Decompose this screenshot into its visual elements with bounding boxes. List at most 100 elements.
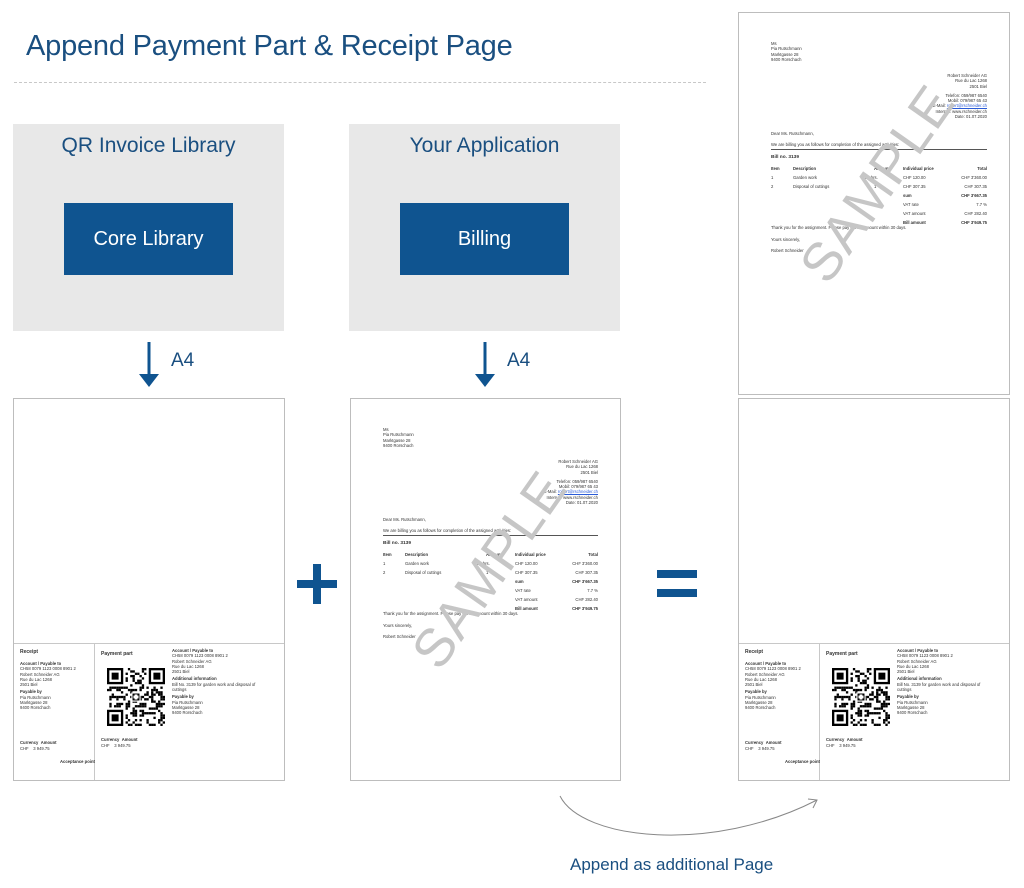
contact-line: Mobil: 079/987 65 43: [947, 98, 987, 104]
table-row: 1 Garden work 28 hrs. CHF 120.00 CHF 3'3…: [383, 561, 598, 566]
summary-row: Bill amount CHF 3'949.75: [903, 220, 987, 225]
receipt-payable-by-label: Payable by: [20, 689, 42, 695]
sender-line: Rue du Lac 1268: [955, 78, 987, 84]
payment-amount: 3 949.75: [114, 743, 131, 748]
table-header: Total: [977, 166, 987, 171]
summary-row: VAT amount CHF 282.40: [515, 597, 598, 602]
receipt-title: Receipt: [20, 649, 39, 655]
payment-payable-by-line: 9400 Rorschach: [172, 710, 203, 716]
sender-line: 2501 Biel: [580, 469, 598, 475]
payment-info-label: Additional information: [172, 676, 217, 682]
payment-payable-by-label: Payable by: [172, 694, 194, 700]
sender-line: Robert Schneider AG: [558, 459, 598, 464]
receipt-account-line: Robert Schneider AG: [745, 671, 785, 677]
curved-arrow-icon: [559, 795, 818, 836]
summary-row: sum CHF 3'667.35: [515, 579, 598, 584]
contact-line: Mobil: 079/987 65 43: [558, 484, 598, 490]
page-title: Append Payment Part & Receipt Page: [26, 30, 513, 62]
qr-invoice-library-label: QR Invoice Library: [61, 134, 236, 157]
payment-info-label: Additional information: [897, 676, 942, 682]
table-row: 2 Disposal of cuttings 1 CHF 307.35 CHF …: [383, 570, 598, 575]
recipient-line: 9400 Rorschach: [383, 442, 414, 448]
receipt-currency: CHF: [20, 746, 29, 751]
receipt-amount: 3 949.75: [758, 746, 775, 751]
payment-account-line: Rue du Lac 1268: [897, 663, 929, 669]
email-link[interactable]: robert@rschneider.ch: [557, 489, 598, 495]
salutation: Dear Ms. Rutschmann,: [383, 517, 426, 522]
closing-text: Yours sincerely,: [383, 623, 413, 628]
table-header: Description: [405, 552, 429, 557]
your-application-box: Your Application Billing: [349, 124, 620, 331]
payment-currency: CHF: [826, 743, 835, 748]
table-header: Description: [793, 166, 817, 171]
sender-line: 2501 Biel: [969, 83, 987, 89]
summary-row: VAT amount CHF 282.40: [903, 211, 987, 216]
equals-operator: =: [657, 570, 697, 600]
receipt-currency-label: Currency: [745, 740, 764, 745]
receipt-account-line: Robert Schneider AG: [20, 671, 60, 677]
payment-amount-label: Amount: [121, 737, 138, 742]
billing-block: Billing: [400, 203, 569, 275]
signature-name: Robert Schneider: [771, 248, 804, 253]
your-application-label: Your Application: [409, 134, 560, 157]
recipient-line: Ms: [383, 427, 389, 432]
arrow-down-icon: [139, 342, 159, 387]
receipt-payable-by-line: Marktgasse 28: [745, 700, 773, 706]
recipient-line: Ms: [771, 41, 777, 46]
receipt-title: Receipt: [745, 649, 764, 655]
append-caption: Append as additional Page: [570, 855, 774, 874]
table-row: 2 Disposal of cuttings 1 CHF 307.35 CHF …: [771, 184, 987, 189]
recipient-line: Pia Rutschmann: [771, 46, 802, 52]
receipt-currency-label: Currency: [20, 740, 39, 745]
receipt-acceptance-point: Acceptance point: [785, 759, 820, 764]
payment-info-line: Bill No. 3139 for garden work and dispos…: [172, 681, 256, 687]
qr-bill-section: Receipt Account / Payable to CH58 0079 1…: [14, 643, 284, 780]
summary-row: Bill amount CHF 3'949.75: [515, 606, 598, 611]
bill-number: Bill no. 3139: [771, 155, 799, 160]
payment-account-line: 2501 Biel: [897, 669, 915, 675]
plus-operator: +: [297, 564, 337, 604]
receipt-account-line: Rue du Lac 1268: [745, 676, 777, 682]
receipt-payable-by-line: Pia Rutschmann: [20, 694, 51, 700]
payment-info-line: cuttings: [897, 687, 912, 693]
payment-account-label: Account / Payable to: [897, 648, 939, 653]
payment-amount-label: Amount: [846, 737, 863, 742]
email-link[interactable]: robert@rschneider.ch: [946, 103, 987, 109]
bill-number: Bill no. 3139: [383, 541, 411, 546]
receipt-section: Receipt Account / Payable to CH58 0079 1…: [739, 644, 820, 780]
letter-date: Date: 01.07.2020: [565, 500, 598, 506]
receipt-account-line: 2501 Biel: [745, 682, 763, 688]
qr-code-icon: [832, 668, 890, 726]
payment-account-label: Account / Payable to: [172, 648, 214, 653]
receipt-payable-by-line: Pia Rutschmann: [745, 694, 776, 700]
contact-line: Telefon: 059/987 6540: [556, 478, 598, 484]
email-label: E-Mail:: [543, 489, 557, 495]
core-library-block: Core Library: [64, 203, 233, 275]
receipt-account-line: Rue du Lac 1268: [20, 676, 52, 682]
invoice-letter-page: Ms Pia Rutschmann Marktgasse 28 9400 Ror…: [350, 398, 621, 781]
thanks-text: Thank you for the assignment. Please pay…: [383, 611, 519, 616]
payment-payable-by-line: Pia Rutschmann: [172, 699, 203, 705]
recipient-line: Marktgasse 28: [383, 437, 411, 443]
payment-part-title: Payment part: [101, 651, 133, 657]
payment-payable-by-line: Marktgasse 28: [172, 704, 200, 710]
payment-amount: 3 949.75: [839, 743, 856, 748]
table-header: Item: [383, 552, 392, 557]
intro-text: We are billing you as follows for comple…: [383, 528, 512, 533]
receipt-payable-by-line: 9400 Rorschach: [745, 705, 776, 711]
payment-currency-label: Currency: [101, 737, 120, 742]
thanks-text: Thank you for the assignment. Please pay…: [771, 225, 907, 230]
table-header: Individual price: [903, 166, 934, 171]
qr-code-icon: [107, 668, 165, 726]
receipt-currency: CHF: [745, 746, 754, 751]
receipt-section: Receipt Account / Payable to CH58 0079 1…: [14, 644, 95, 780]
payment-payable-by-label: Payable by: [897, 694, 919, 700]
intro-divider: [771, 149, 987, 150]
result-payment-slip-page: Receipt Account / Payable to CH58 0079 1…: [738, 398, 1010, 781]
letter-date: Date: 01.07.2020: [954, 114, 987, 120]
payment-currency: CHF: [101, 743, 110, 748]
summary-row: sum CHF 3'667.35: [903, 193, 987, 198]
table-header: Amount: [874, 166, 890, 171]
qr-bill-section: Receipt Account / Payable to CH58 0079 1…: [739, 643, 1009, 780]
payment-account-line: Rue du Lac 1268: [172, 663, 204, 669]
